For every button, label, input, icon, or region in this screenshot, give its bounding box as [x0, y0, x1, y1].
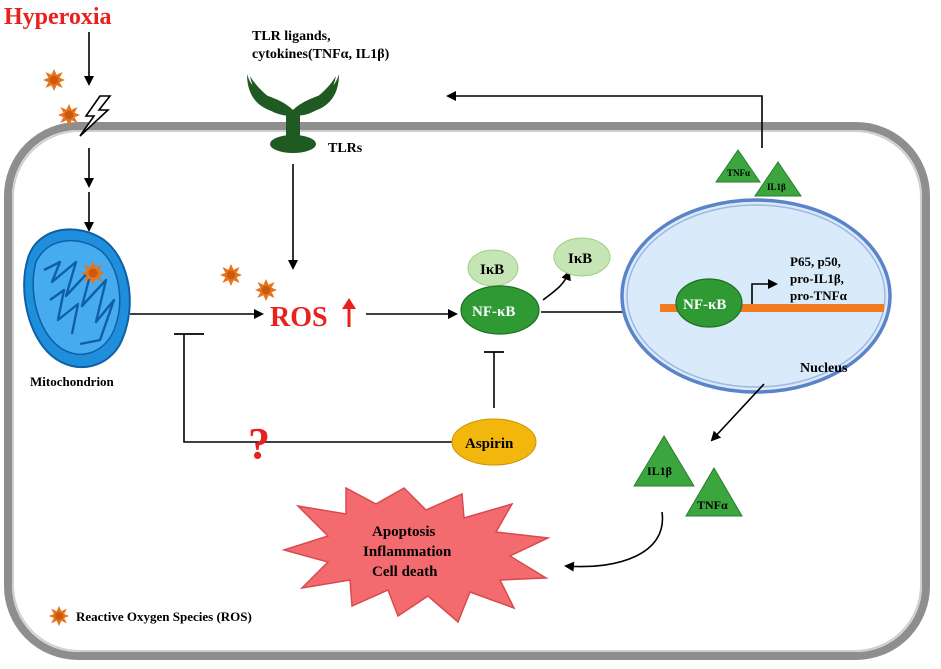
cell-membrane [4, 122, 930, 660]
ros-particle-icon [220, 264, 242, 286]
aspirin-label: Aspirin [465, 436, 514, 452]
cell-membrane-inner [12, 130, 922, 652]
svg-text:IL1β: IL1β [767, 182, 786, 192]
svg-text:TNFα: TNFα [697, 498, 728, 512]
nucleus-to-cytokines-arrow [710, 383, 765, 442]
legend-label: Reactive Oxygen Species (ROS) [76, 609, 252, 624]
ros-particle-icon [43, 69, 65, 91]
y-shaped-receptor-icon [247, 74, 339, 153]
cytokines-to-outcome-arrow [564, 511, 664, 572]
nucleus-label: Nucleus [800, 361, 848, 376]
outcome-label: Inflammation [363, 544, 452, 560]
question-mark: ? [248, 419, 270, 468]
nfkb-cytoplasm [460, 285, 540, 335]
dna-strand [660, 304, 884, 312]
mitochondrion-label: Mitochondrion [30, 374, 115, 389]
up-arrow-icon [342, 298, 356, 327]
tlrs-label: TLRs [328, 141, 363, 156]
nucleus [620, 198, 892, 394]
nfkb-nucleus-label: NF-κB [683, 297, 726, 313]
outcome-label: Apoptosis [372, 524, 436, 540]
gene-label: P65, p50, [790, 254, 841, 269]
aspirin-to-mito-line [183, 334, 456, 443]
tlr-ligands-label: TLR ligands, [252, 29, 331, 44]
lightning-bolt-icon [79, 95, 112, 137]
gene-label: pro-TNFα [790, 288, 848, 303]
mitochondrion-icon [23, 228, 131, 369]
legend-ros-icon [48, 605, 70, 627]
title-hyperoxia: Hyperoxia [4, 4, 112, 30]
svg-text:IL1β: IL1β [647, 464, 672, 478]
svg-text:TNFα: TNFα [727, 168, 750, 178]
tnfa-large-triangle: TNFα [685, 467, 743, 517]
nfkb-nucleus [675, 278, 743, 328]
tnfa-small-triangle: TNFα [715, 149, 761, 183]
nucleus-inner-border [626, 204, 886, 388]
feedback-arrow [446, 91, 763, 148]
outcome-burst [281, 486, 551, 624]
transcription-arrow [751, 279, 778, 304]
outcome-label: Cell death [372, 564, 438, 580]
il1b-small-triangle: IL1β [754, 161, 802, 197]
ikb-bound-label: IκB [480, 262, 504, 278]
ikb-released [553, 237, 611, 277]
gene-label: pro-IL1β, [790, 271, 844, 286]
nfkb-cytoplasm-label: NF-κB [472, 304, 515, 320]
ros-label: ROS [270, 302, 328, 333]
ikb-released-label: IκB [568, 251, 592, 267]
ikb-release-arrow [542, 270, 571, 301]
tlr-ligands-label: cytokines(TNFα, IL1β) [252, 47, 390, 62]
ros-particle-icon [255, 279, 277, 301]
aspirin [451, 418, 537, 466]
il1b-large-triangle: IL1β [633, 435, 695, 487]
